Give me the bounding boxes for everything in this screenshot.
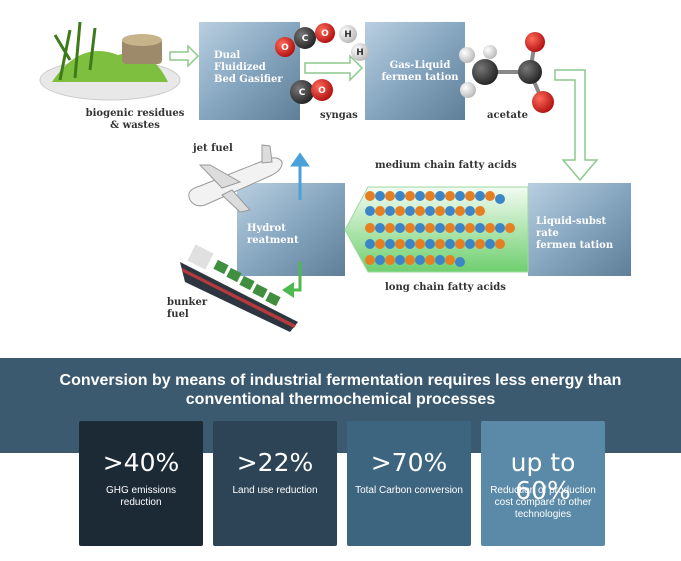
h2-molecule-icon [339,25,369,61]
arrow-syngas-icon [304,54,364,82]
bunker-fuel-label: bunker fuel [167,297,208,320]
gas-liquid-box [365,22,465,120]
long-chain-label: long chain fatty acids [385,282,506,293]
co2-atom-c: C [302,34,309,44]
medium-chain-label: medium chain fatty acids [375,160,517,171]
acetate-label: acetate [487,110,529,121]
arrow-bunker-head-icon [282,282,294,298]
h2-atom-2: H [356,48,364,58]
stat-card-ghg: >40% GHG emissions reduction [79,421,203,546]
biomass-pile-icon [39,21,181,101]
acetate-molecule-icon [459,32,554,113]
co-atom-c: C [299,88,306,98]
co2-atom-o1: O [281,43,289,53]
co2-molecule-icon [275,23,335,57]
long-chain-fatty-acids-icon [365,223,515,267]
co-molecule-icon [290,79,333,104]
medium-chain-fatty-acids-icon [365,191,505,216]
gasifier-label: Dual Fluidized Bed Gasifier [214,50,283,85]
jet-fuel-label: jet fuel [193,143,233,154]
hydrotreatment-label: Hydrot reatment [247,223,299,246]
biogenic-residues-label: biogenic residues & wastes [85,108,185,131]
stat-value: >22% [236,448,314,477]
gas-liquid-label: Gas-Liquid fermen tation [381,60,459,83]
h2-atom-1: H [344,30,352,40]
arrow-acetate-icon [554,69,599,182]
stat-card-cost: up to 60% Reduction of production cost c… [481,421,605,546]
stat-description: Land use reduction [232,485,318,496]
arrow-bunker-fuel-icon [292,262,302,292]
syngas-label: syngas [320,110,358,121]
process-diagram: O C O H H C O Dual Fluidized Bed Gasifie… [39,21,631,332]
liquid-substrate-box [528,183,631,276]
airplane-icon [188,144,283,213]
diagram-graphics: O C O H H C O [39,21,631,332]
hydrotreatment-box [237,183,345,276]
stat-description: Reduction of production cost compare to … [490,485,596,520]
liquid-substrate-label: Liquid-subst rate fermen tation [536,216,614,251]
atom-letters: O C O H H C O [281,29,364,98]
stat-value: >70% [370,448,448,477]
stat-card-land-use: >22% Land use reduction [213,421,337,546]
stat-value: up to 60% [510,448,576,505]
headline: Conversion by means of industrial fermen… [59,372,622,408]
arrow-to-gasifier-icon [169,44,200,68]
co-atom-o: O [318,86,326,96]
stat-description: GHG emissions reduction [105,485,176,508]
arrow-jet-fuel-icon [290,152,310,200]
stat-value: >40% [102,448,180,477]
stat-description: Total Carbon conversion [355,485,463,496]
stat-card-carbon: >70% Total Carbon conversion [347,421,471,546]
co2-atom-o2: O [321,29,329,39]
ship-icon [180,244,298,332]
